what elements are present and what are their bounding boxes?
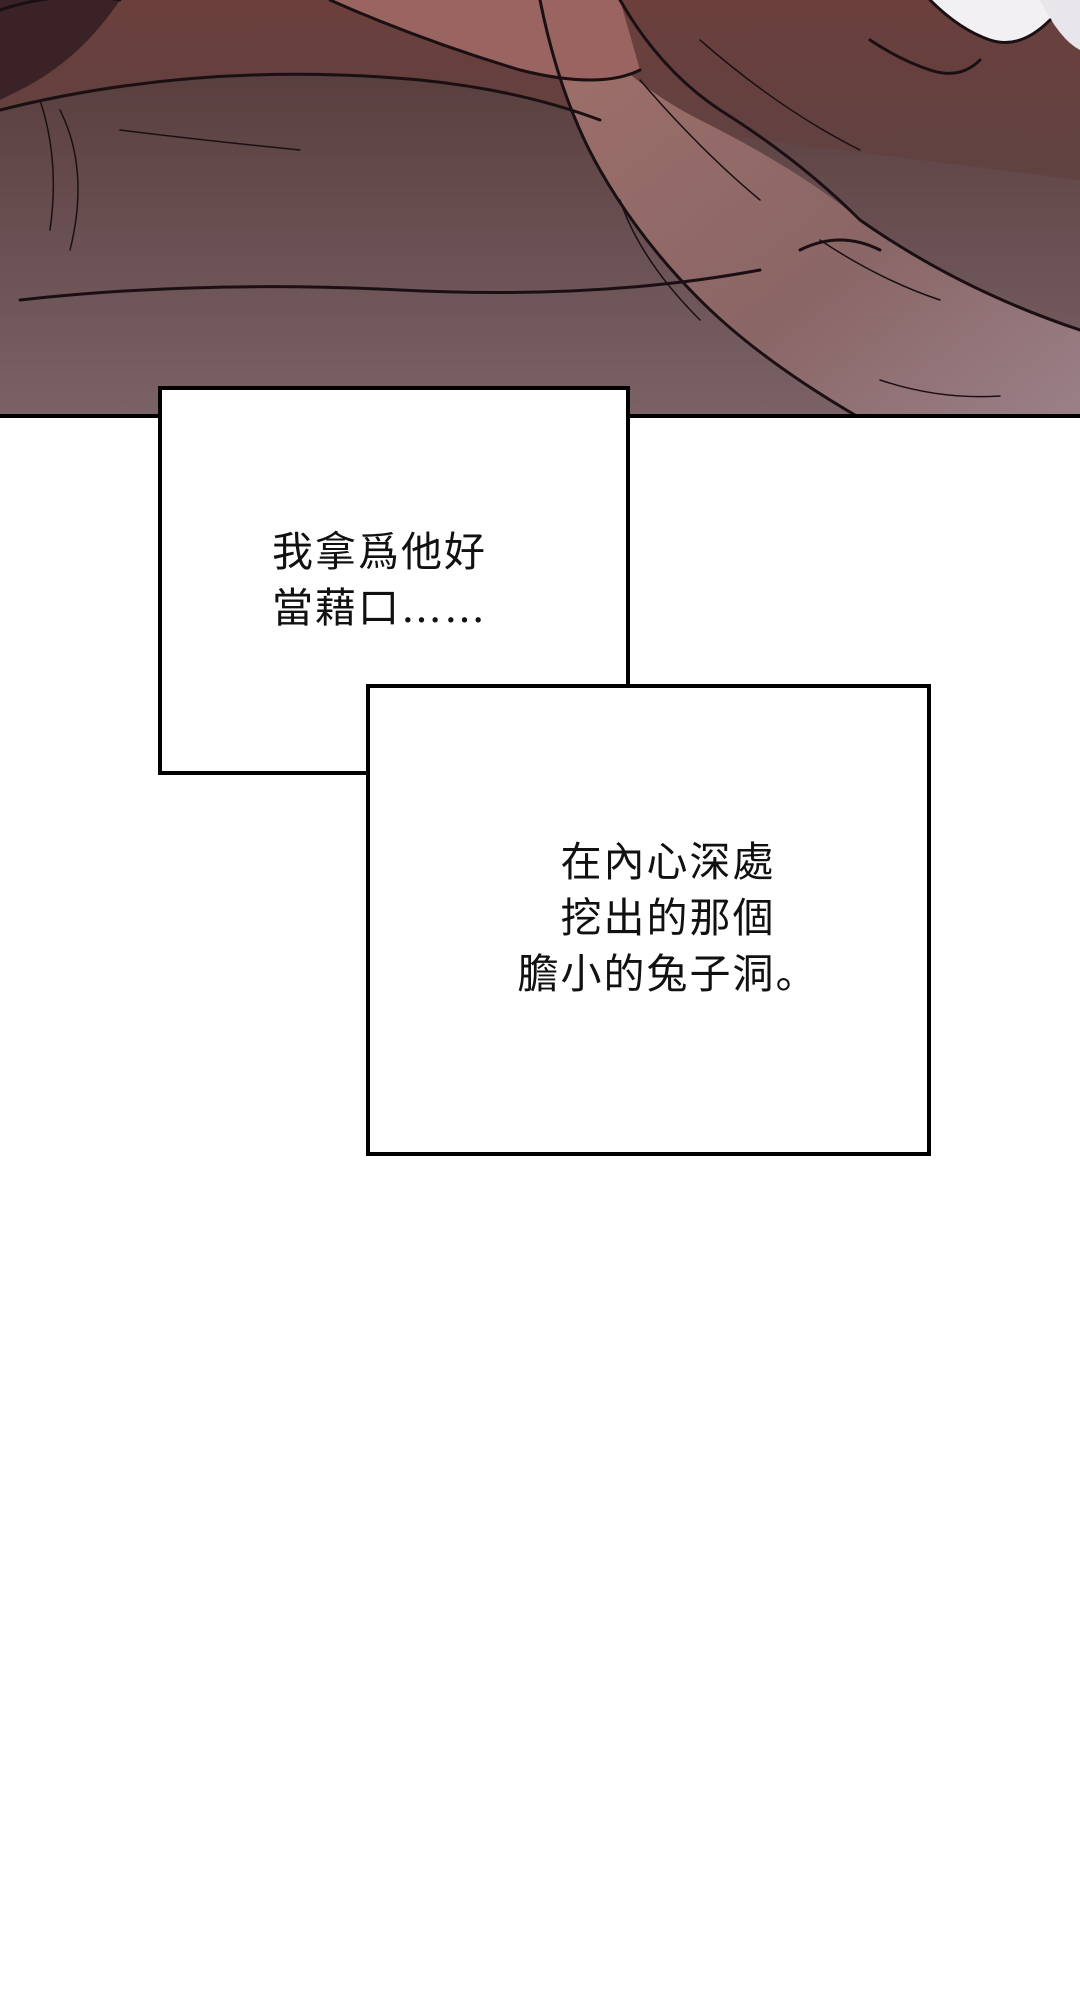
caption-1-line-2: 當藉口…… [272,584,487,632]
caption-2-line-3: 膽小的兔子洞。 [517,950,819,998]
caption-2-line-1: 在內心深處 [560,838,776,886]
caption-2-line-2: 挖出的那個 [560,894,776,942]
caption-1-line-1: 我拿爲他好 [272,528,487,576]
caption-text-2: 在內心深處 挖出的那個 膽小的兔子洞。 [468,834,868,1002]
caption-box-joint [370,688,625,771]
fabric-folds-illustration [0,0,1080,418]
caption-text-1: 我拿爲他好 當藉口…… [272,524,487,636]
illustration-panel [0,0,1080,418]
